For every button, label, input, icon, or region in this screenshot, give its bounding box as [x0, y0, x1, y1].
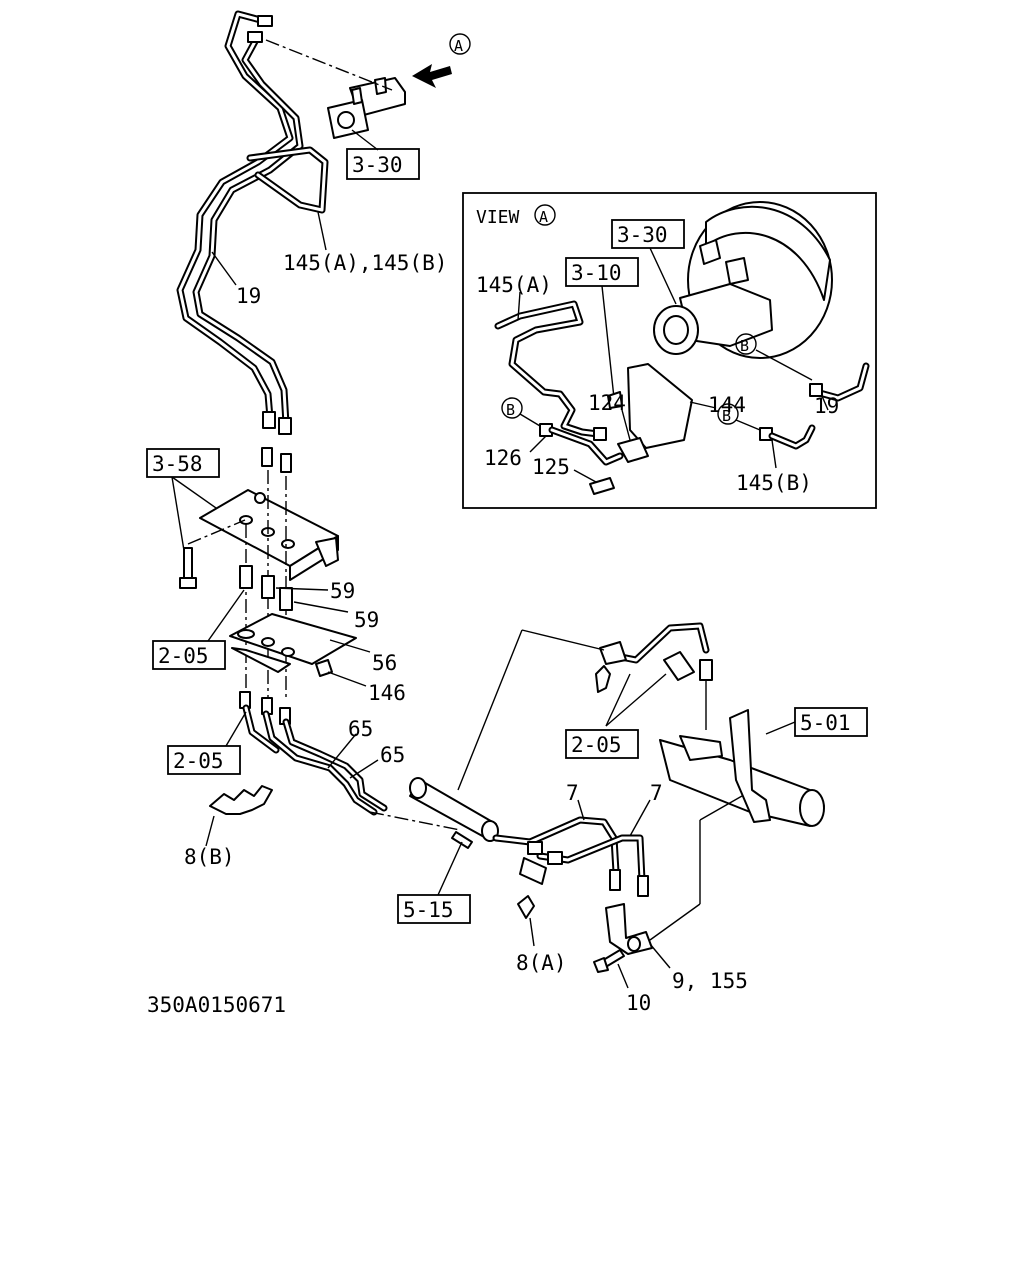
main-pipes-upper — [176, 10, 329, 473]
label-65-b: 65 — [380, 743, 405, 767]
lower-bracket-56: 56 146 — [229, 613, 406, 705]
marker-b-inset-2: B — [740, 337, 749, 355]
inset-pipe-19: B 19 — [735, 333, 870, 418]
label-126-inset: 126 — [484, 446, 522, 470]
inset-booster — [653, 201, 833, 359]
view-a-marker-top: A — [454, 37, 463, 55]
label-8b: 8(B) — [184, 845, 235, 869]
label-145b-inset: 145(B) — [736, 471, 812, 495]
label-145a-inset: 145(A) — [476, 273, 552, 297]
label-146: 146 — [368, 681, 406, 705]
label-145ab: 145(A),145(B) — [283, 251, 447, 275]
ref-label-2-05-a: 2-05 — [158, 644, 209, 668]
ref-box-2-05-b: 2-05 — [167, 711, 247, 775]
label-7-b: 7 — [650, 781, 663, 805]
label-59-b: 59 — [354, 608, 379, 632]
label-144-inset: 144 — [708, 393, 746, 417]
label-124-inset: 124 — [588, 391, 626, 415]
ref-label-3-30-inset: 3-30 — [617, 223, 668, 247]
tee-connector-9-155: 9, 155 — [605, 795, 748, 993]
label-7-a: 7 — [566, 781, 579, 805]
label-19-inset: 19 — [814, 394, 839, 418]
ref-box-3-30-top: 3-30 — [346, 129, 420, 180]
ref-box-2-05-a: 2-05 — [152, 589, 245, 670]
label-19-main: 19 — [236, 284, 261, 308]
clip-8a: 8(A) — [516, 857, 567, 975]
ref-label-5-15: 5-15 — [403, 898, 454, 922]
ref-label-5-01: 5-01 — [800, 711, 851, 735]
upper-bracket — [187, 470, 339, 700]
marker-b-inset-1: B — [506, 401, 515, 419]
label-56: 56 — [372, 651, 397, 675]
inset-ref-3-30: 3-30 — [611, 219, 685, 305]
bolt-10: 10 — [593, 949, 651, 1015]
hoses-7: 7 7 — [492, 781, 663, 897]
bolt-3-58 — [179, 547, 197, 589]
cross-member-5-15 — [409, 777, 499, 849]
inset-pipe-145b: B 145(B) — [717, 403, 816, 495]
marker-b-inset-3: B — [722, 407, 731, 425]
label-59-a: 59 — [330, 579, 355, 603]
ref-label-2-05-b: 2-05 — [173, 749, 224, 773]
label-65-a: 65 — [348, 717, 373, 741]
inset-bracket-144: 144 124 — [588, 363, 746, 449]
label-8a: 8(A) — [516, 951, 567, 975]
ref-label-3-30-top: 3-30 — [352, 153, 403, 177]
ref-label-3-10-inset: 3-10 — [571, 261, 622, 285]
clip-2-05-c — [595, 665, 667, 727]
view-a-title-marker: A — [539, 208, 548, 226]
label-125-inset: 125 — [532, 455, 570, 479]
arrow-view-a: A — [412, 33, 471, 88]
view-a-inset: VIEW A 3-30 3-10 145(A) — [462, 192, 877, 509]
clip-8b: 8(B) — [184, 785, 273, 869]
master-cylinder-top — [265, 39, 406, 139]
label-9-155: 9, 155 — [672, 969, 748, 993]
inset-fittings: B 126 125 — [484, 397, 649, 495]
view-a-title: VIEW — [476, 207, 520, 228]
callout-19-main: 19 — [211, 251, 261, 308]
ref-label-3-58: 3-58 — [152, 452, 203, 476]
pipes-65: 65 65 — [239, 691, 461, 831]
ref-box-5-01: 5-01 — [765, 707, 868, 737]
label-10: 10 — [626, 991, 651, 1015]
diagram-id: 350A0150671 — [147, 993, 286, 1017]
ref-box-2-05-c: 2-05 — [565, 729, 639, 759]
spacers-59: 59 59 — [239, 565, 379, 632]
ref-label-2-05-c: 2-05 — [571, 733, 622, 757]
inset-ref-3-10: 3-10 — [565, 257, 639, 409]
frame-rail-right — [457, 622, 825, 827]
callout-145ab: 145(A),145(B) — [283, 211, 447, 275]
inset-pipe-145a: 145(A) — [476, 273, 607, 441]
ref-box-5-15: 5-15 — [397, 841, 471, 924]
